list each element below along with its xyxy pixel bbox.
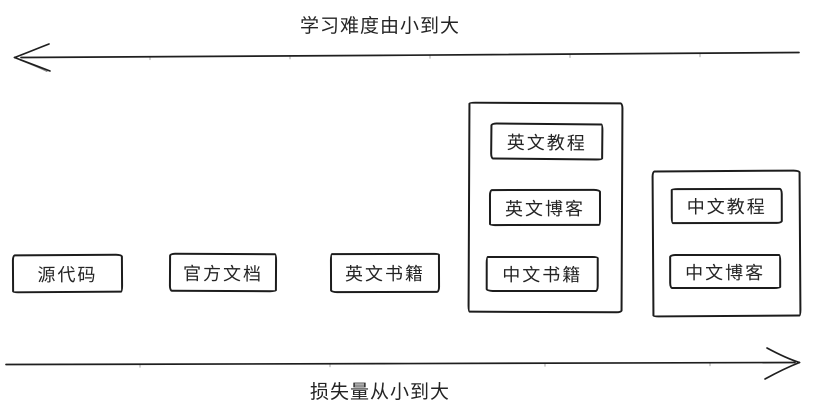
node-english-books: 英文书籍 [329,252,441,294]
left-arrow [13,43,800,72]
node-chinese-tutorial: 中文教程 [670,187,783,225]
node-chinese-tutorial-label: 中文教程 [686,196,767,218]
node-english-blog: 英文博客 [488,188,602,227]
node-chinese-books: 中文书籍 [485,255,599,293]
bottom-axis-label: 损失量从小到大 [309,382,450,403]
node-source-code-label: 源代码 [37,264,98,285]
group-right-resources: 中文教程 中文博客 [651,169,802,318]
node-english-tutorial-label: 英文教程 [506,132,587,153]
node-chinese-books-label: 中文书籍 [502,264,583,286]
node-english-tutorial: 英文教程 [490,122,604,161]
node-official-docs: 官方文档 [168,252,278,293]
right-arrow [5,347,801,380]
node-english-blog-label: 英文博客 [504,198,586,219]
node-chinese-blog-label: 中文博客 [685,262,766,283]
top-axis-label: 学习难度由小到大 [299,16,460,37]
node-source-code: 源代码 [11,253,124,294]
node-english-books-label: 英文书籍 [344,263,426,285]
node-chinese-blog: 中文博客 [669,253,782,290]
group-mid-resources: 英文教程 英文博客 中文书籍 [467,101,624,314]
node-official-docs-label: 官方文档 [182,263,264,284]
